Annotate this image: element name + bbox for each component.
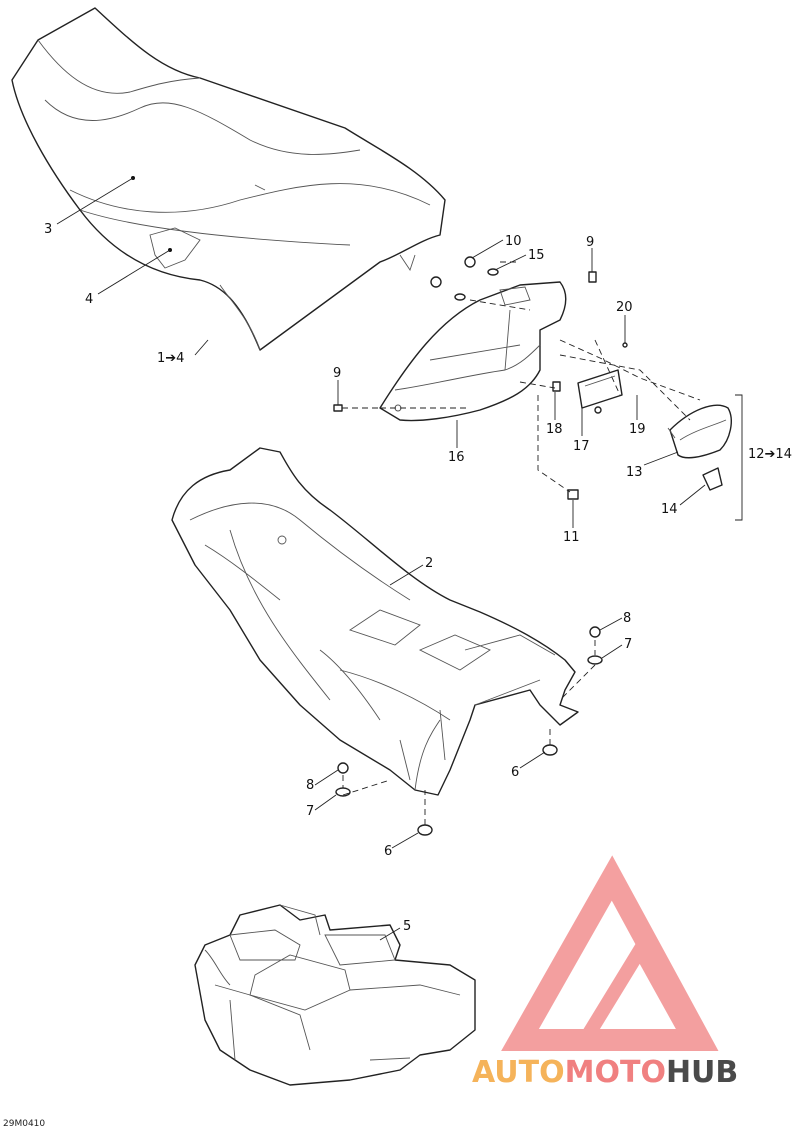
callout-7-left: 7 xyxy=(306,804,314,819)
drawing-code: 29M0410 xyxy=(3,1119,45,1129)
watermark-moto: MOTO xyxy=(565,1055,666,1090)
callout-13: 13 xyxy=(626,465,643,480)
callout-8-right: 8 xyxy=(623,611,631,626)
callout-12-to-14: 12➔14 xyxy=(748,447,792,462)
callout-19: 19 xyxy=(629,422,646,437)
tail-light-housing-part xyxy=(379,281,567,422)
watermark-hub: HUB xyxy=(666,1055,738,1090)
tail-light-part xyxy=(667,404,732,491)
callout-16: 16 xyxy=(448,450,465,465)
automotohub-logo-icon xyxy=(501,855,719,1051)
callout-17: 17 xyxy=(573,439,590,454)
callout-7-right: 7 xyxy=(624,637,632,652)
callout-10: 10 xyxy=(505,234,522,249)
callout-8-left: 8 xyxy=(306,778,314,793)
callout-20: 20 xyxy=(616,300,633,315)
fastener-parts xyxy=(333,256,597,500)
callout-9-left: 9 xyxy=(333,366,341,381)
callout-1-to-4: 1➔4 xyxy=(157,351,184,366)
callout-5: 5 xyxy=(403,919,411,934)
callout-15: 15 xyxy=(528,248,545,263)
watermark-text: AUTOMOTOHUB xyxy=(472,1055,738,1090)
underseat-tray-part xyxy=(171,447,579,796)
callout-6-right: 6 xyxy=(511,765,519,780)
lower-body-part xyxy=(194,904,476,1086)
callout-9-top: 9 xyxy=(586,235,594,250)
callout-14: 14 xyxy=(661,502,678,517)
seat-part xyxy=(11,7,446,351)
callout-6-left: 6 xyxy=(384,844,392,859)
callout-18: 18 xyxy=(546,422,563,437)
callout-2: 2 xyxy=(425,556,433,571)
callout-4: 4 xyxy=(85,292,93,307)
callout-11: 11 xyxy=(563,530,580,545)
callout-3: 3 xyxy=(44,222,52,237)
watermark-auto: AUTO xyxy=(472,1055,565,1090)
